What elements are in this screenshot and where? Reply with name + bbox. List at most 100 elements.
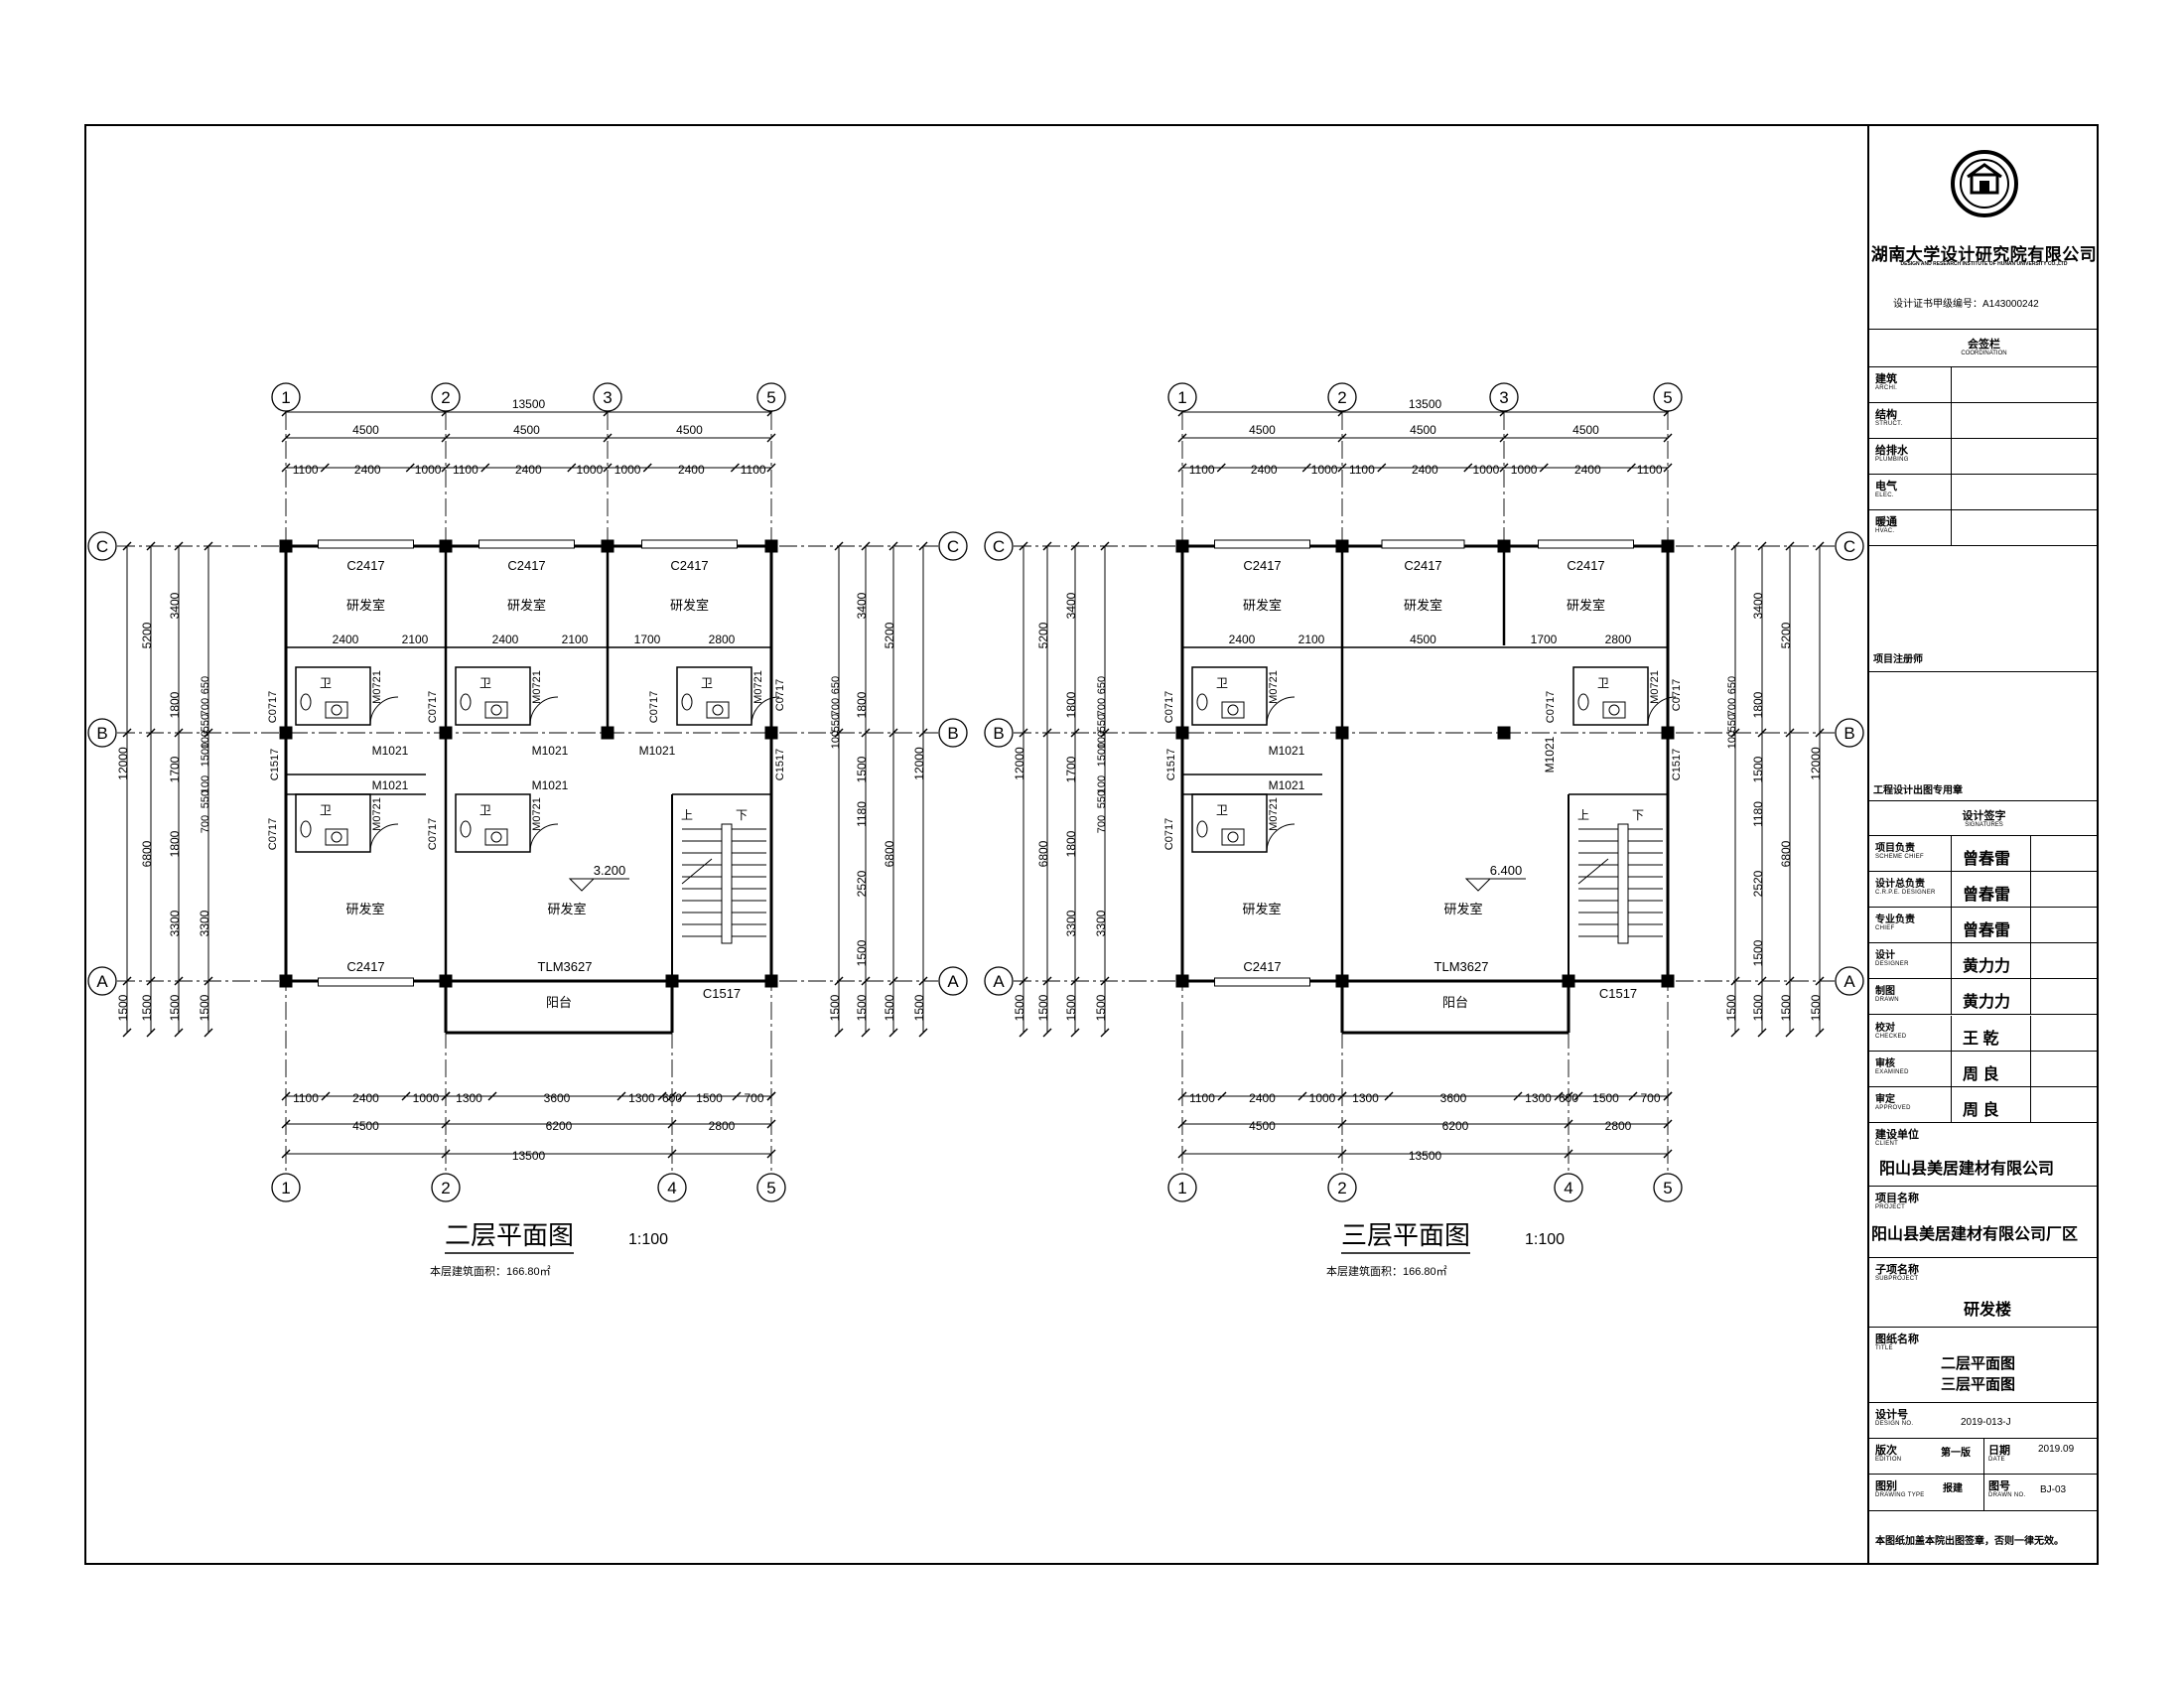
plan-line [1663,463,1673,473]
stair-well [721,823,733,944]
bay-dim: 4500 [352,1119,379,1133]
elevation-value: 6.400 [1490,863,1523,878]
basin-icon [1227,831,1239,843]
signature-role-en: APPROVED [1875,1104,1911,1111]
signature-role: 设计总负责 [1875,879,1925,891]
project-label: 项目名称 [1875,1193,1919,1204]
plan-line [1628,1091,1638,1101]
bathroom [295,793,371,853]
depth-sub-dim: 3300 [1094,910,1108,936]
plan-line [122,728,132,738]
countersign-discipline: 暖通 [1875,516,1897,528]
door-swing [369,696,399,726]
toilet-icon [460,820,472,838]
signature-title: 设计签字 [1962,810,2006,822]
project-box: 项目名称 PROJECT 阳山县美居建材有限公司厂区 [1869,1187,2099,1258]
depth-fine-dim: 100 [1726,731,1738,749]
depth-sub-dim: 1800 [168,691,182,718]
plan-line [861,1028,871,1038]
plan-line [1757,728,1767,738]
bathroom-label: 卫 [701,676,713,690]
door-swing [1266,823,1296,853]
plan-line [1730,728,1740,738]
university-seal-icon [1951,150,2018,217]
small-window-tag: C0717 [648,691,660,723]
depth-dim: 5200 [1036,622,1050,648]
plan-line [1301,463,1311,473]
plan-line [146,541,156,551]
right-depth-dim: 1500 [855,939,869,966]
sliding-door-tag: TLM3627 [538,959,593,974]
plan-line [1070,541,1080,551]
bathroom-label: 卫 [320,676,332,690]
bay-dim: 6200 [546,1119,573,1133]
countersign-discipline: 结构 [1875,409,1897,421]
inner-dim: 2800 [709,633,736,646]
depth-dim: 6800 [1779,840,1793,867]
depth-fine-dim: 700 [200,815,211,833]
countersign-discipline-en: ELEC. [1875,492,1894,498]
plan-line [766,1119,776,1129]
inner-dim: 2400 [333,633,359,646]
drawing-type-box: 图别 DRAWING TYPE 报建 图号 DRAWN NO. BJ-03 [1869,1475,2099,1511]
door-tag: M1021 [532,744,569,758]
plan-line [1564,1119,1573,1129]
inner-dim: 2400 [492,633,519,646]
sub-dim: 600 [662,1091,682,1105]
plan-line [204,541,213,551]
drawing-no-value: BJ-03 [2040,1484,2067,1495]
axis-bottom-bubble [1167,1173,1197,1202]
sub-dim: 1100 [741,463,766,477]
sub-dim: 1300 [456,1091,482,1105]
plan-line [281,1149,291,1159]
inner-dim: 1700 [634,633,661,646]
plan-line [766,463,776,473]
axis-side-right-label: B [1843,724,1854,743]
axis-top-label: 2 [1337,388,1346,407]
axis-bottom-bubble [1554,1173,1583,1202]
plan-line [1513,1091,1523,1101]
column [764,539,778,553]
drawing-no-label-en: DRAWN NO. [1988,1492,2026,1498]
plan-line [1785,541,1795,551]
plan-line [1177,433,1187,443]
elevation-marker [1464,878,1492,892]
plan-line [1100,728,1110,738]
door-tag: M1021 [1543,736,1557,773]
axis-side-right-bubble [1835,718,1864,748]
date-label: 日期 [1988,1445,2010,1457]
sub-dim: 2400 [678,463,705,477]
depth-dim: 12000 [116,747,130,780]
sub-dim: 1100 [293,1091,319,1105]
axis-top-bubble [271,382,301,412]
inner-dim: 2100 [562,633,589,646]
column [764,974,778,988]
sub-dim: 1100 [1349,463,1375,477]
window-tag: C2417 [1567,558,1604,573]
plan-line [1663,1091,1673,1101]
plan-line [1177,1119,1187,1129]
plan-line [174,541,184,551]
axis-top-bubble [756,382,786,412]
axis-bottom-label: 1 [281,1179,290,1197]
toilet-icon [1577,693,1589,711]
axis-bottom-bubble [1327,1173,1357,1202]
inner-dim: 2100 [1298,633,1325,646]
plan-line [834,728,844,738]
signature-name: 周 良 [1963,1101,1999,1119]
window-tag: C2417 [346,558,384,573]
overall-width-dim: 13500 [512,1149,546,1163]
sliding-door-tag: TLM3627 [1434,959,1489,974]
signature-role-en: DRAWN [1875,997,1899,1004]
countersign-title: 会签栏 [1968,339,2000,351]
room-label: 研发室 [507,598,546,613]
axis-top-label: 3 [603,388,612,407]
right-depth-dim: 2520 [855,870,869,897]
depth-dim: 12000 [1013,747,1026,780]
plan-line [1019,976,1028,986]
sub-dim: 1000 [1473,463,1500,477]
signature-name: 曾春雷 [1963,851,2011,868]
